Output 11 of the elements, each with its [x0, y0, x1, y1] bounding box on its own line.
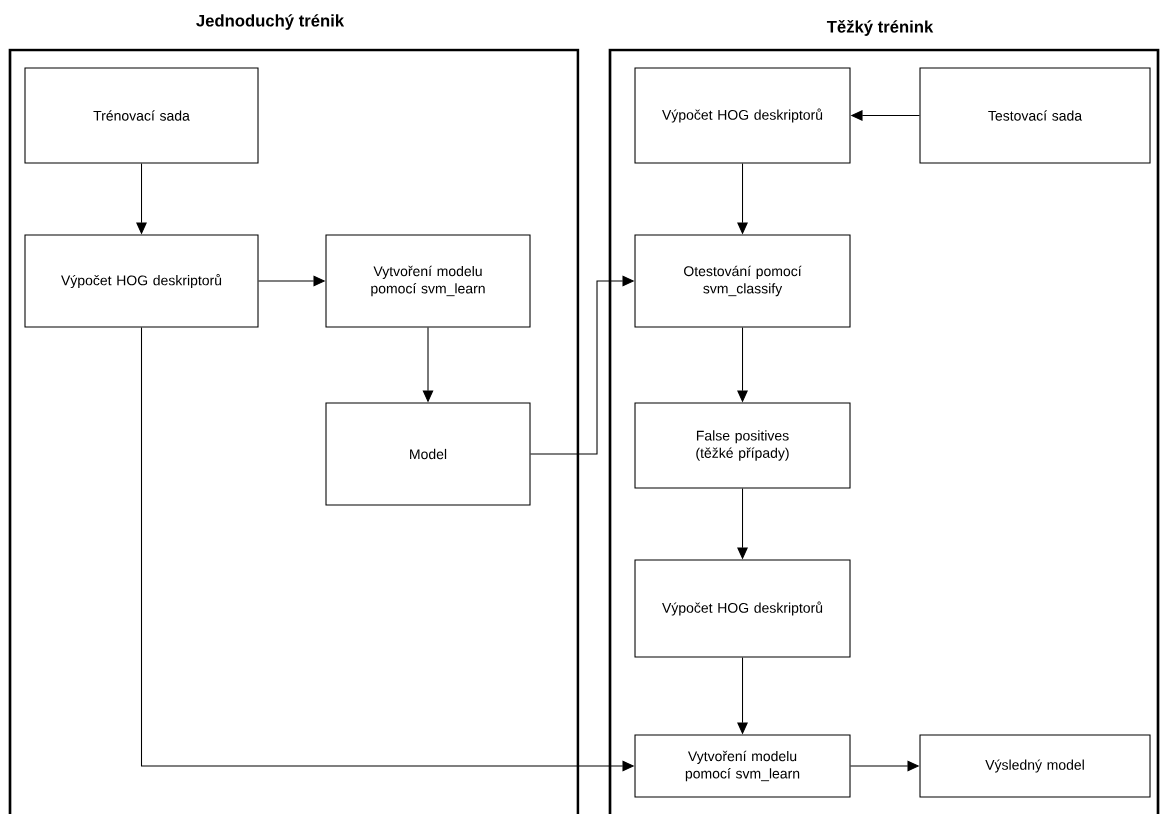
process-box: Model	[325, 402, 531, 506]
process-box: Výpočet HOG deskriptorů	[634, 559, 851, 658]
process-box: False positives (těžké případy)	[634, 402, 851, 489]
process-box: Vytvoření modelu pomocí svm_learn	[325, 234, 531, 328]
process-box: Trénovací sada	[24, 67, 259, 164]
process-box: Otestování pomocí svm_classify	[634, 234, 851, 328]
process-box: Výsledný model	[919, 734, 1151, 798]
process-box: Testovací sada	[919, 67, 1151, 164]
process-box: Výpočet HOG deskriptorů	[24, 234, 259, 328]
process-box: Výpočet HOG deskriptorů	[634, 67, 851, 164]
process-box: Vytvoření modelu pomocí svm_learn	[634, 734, 851, 798]
